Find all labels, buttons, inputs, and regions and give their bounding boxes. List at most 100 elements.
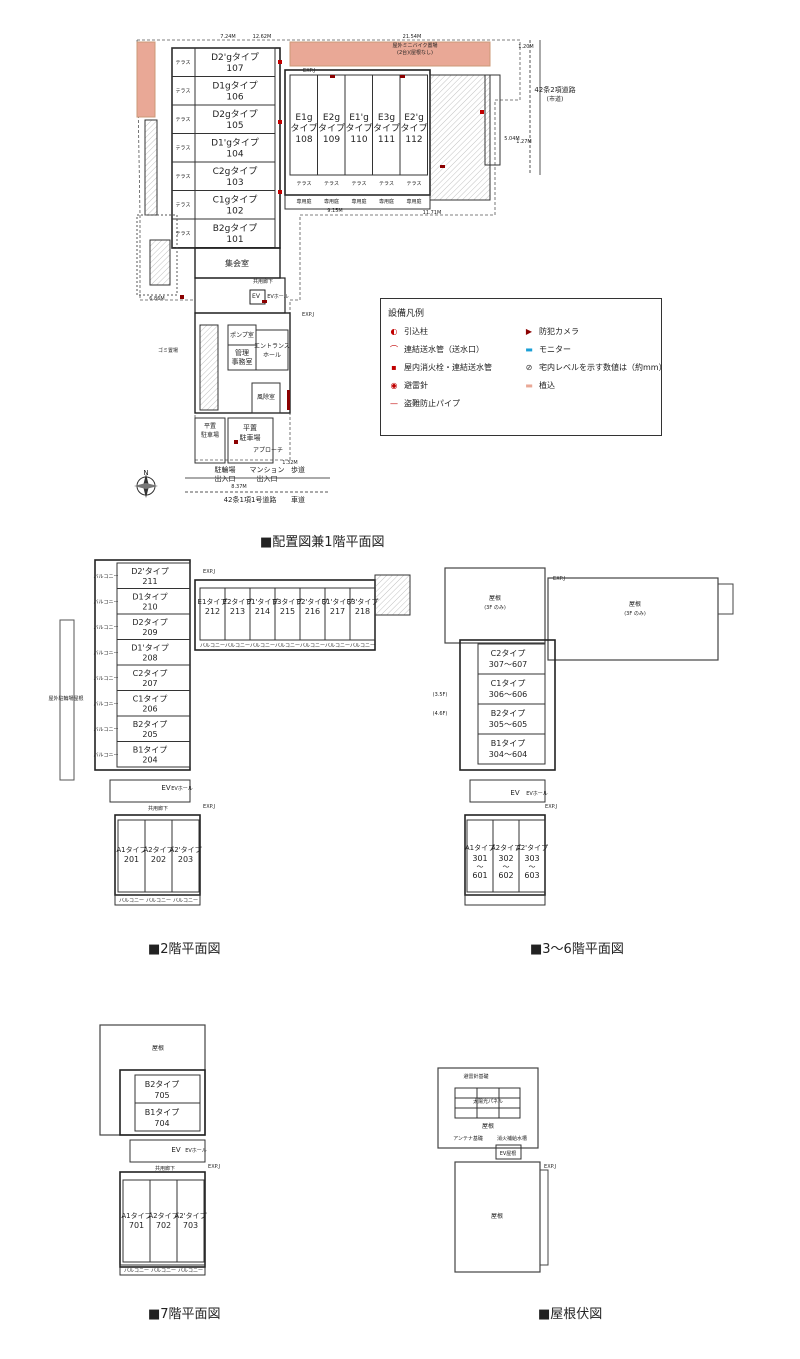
balcony-label-701: バルコニー: [124, 1268, 149, 1274]
unit-type-304〜604: B1タイプ: [491, 739, 526, 748]
legend-symbol-icon: ▪: [391, 363, 397, 372]
caption-floor-3-6: ■3〜6階平面図: [530, 942, 624, 957]
floor7-plan: [99, 1024, 206, 1276]
legend-symbol-icon: ▶: [525, 327, 533, 336]
unit-number-216: 216: [305, 607, 320, 616]
balcony-label-213: バルコニー: [225, 643, 250, 649]
ev-label-f1: EV: [252, 293, 261, 300]
unit-type-301: A1タイプ: [465, 843, 495, 852]
unit-type-105: D2gタイプ: [212, 109, 257, 120]
unit-type-210: D1タイプ: [132, 593, 167, 602]
private-yard-label-111: 専用庭: [379, 198, 394, 205]
private-yard-label-109: 専用庭: [324, 198, 339, 205]
unit-type-108: E1g: [295, 113, 312, 123]
road-south-label: 42条1項1号道路: [224, 495, 277, 504]
legend-label: 植込: [539, 381, 555, 390]
parking-label-2: 駐車場: [240, 433, 261, 442]
terrace-label-108: テラス: [297, 181, 312, 187]
terrace-label-101: テラス: [176, 231, 191, 237]
terrace-label-103: テラス: [176, 174, 191, 180]
unit-number-209: 209: [142, 628, 157, 637]
unit-type-202: A2タイプ: [143, 845, 173, 854]
roof-right-label: 屋根: [629, 600, 641, 608]
unit-number-105: 105: [226, 121, 243, 131]
floor3-6-plan: [444, 567, 734, 906]
unit-type-211: D2'タイプ: [131, 567, 168, 576]
water-tank-label: 消火補給水槽: [497, 1135, 527, 1142]
dim-top: 12.62M: [253, 34, 272, 40]
legend-label: 盗難防止パイプ: [404, 399, 460, 408]
unit-number-703: 703: [183, 1221, 198, 1230]
level-label-f3-2: (4.6F): [433, 711, 448, 717]
unit-number-303: 303: [524, 854, 539, 863]
balcony-label-204: バルコニー: [94, 753, 119, 759]
unit-number-701: 701: [129, 1221, 144, 1230]
balcony-label-212: バルコニー: [200, 643, 225, 649]
unit-number-210: 210: [142, 603, 157, 612]
unit-type-217: E1'タイプ: [322, 597, 354, 606]
ev-hall-label-f2: EVホール: [171, 786, 193, 792]
ev-label-f2: EV: [161, 784, 170, 792]
unit-type-209: D2タイプ: [132, 618, 167, 627]
roadway-label: 車道: [291, 495, 305, 504]
roof-left-sub-label: (3F のみ): [484, 605, 506, 611]
expj-label-f2-2: EXP.J: [203, 804, 215, 810]
unit-number-301: 301: [472, 854, 487, 863]
unit-number-102: 102: [226, 207, 243, 217]
legend-item: ▪屋内消火栓・連結送水管: [388, 362, 492, 373]
balcony-label-203: バルコニー: [173, 898, 198, 904]
bike-roof-label: 屋外駐輪場屋根: [48, 695, 83, 702]
legend-label: 防犯カメラ: [539, 327, 579, 336]
caption-floor-7: ■7階平面図: [148, 1307, 221, 1322]
north-arrow: [134, 474, 158, 498]
legend-label: モニター: [539, 345, 571, 354]
terrace-label-111: テラス: [379, 181, 394, 187]
unit-number-110: 110: [350, 135, 367, 145]
legend-label: 連結送水管（送水口）: [404, 345, 484, 354]
unit-number-201: 201: [124, 855, 139, 864]
bicycle-entrance-label: 駐輪場: [215, 465, 236, 474]
planting-strip-left: [136, 41, 156, 118]
unit-203: [171, 819, 200, 893]
legend-symbol-icon: ◉: [390, 381, 398, 390]
balcony-label-215: バルコニー: [275, 643, 300, 649]
balcony-label-214: バルコニー: [250, 643, 275, 649]
unit-number-206: 206: [142, 705, 157, 714]
roof-left-label: 屋根: [489, 594, 501, 602]
balcony-label-206: バルコニー: [94, 702, 119, 708]
legend-symbol-icon: ⊘: [525, 363, 533, 372]
unit-type-201: A1タイプ: [116, 845, 146, 854]
floor1-plan: [136, 39, 541, 493]
balcony-label-217: バルコニー: [325, 643, 350, 649]
unit-type-703: A2'タイプ: [174, 1211, 206, 1220]
unit-type-suffix-111: タイプ: [373, 123, 400, 134]
roof-label-f7: 屋根: [152, 1044, 164, 1052]
manager-office-label-2: 事務室: [232, 357, 253, 366]
meeting-room-label: 集会室: [225, 258, 249, 268]
legend-item: ▶ 防犯カメラ: [523, 326, 579, 337]
unit-type-305〜605: B2タイプ: [491, 709, 526, 718]
balcony-label-202: バルコニー: [146, 898, 171, 904]
legend-item: ◐引込柱: [388, 326, 429, 337]
dim-road: 8.37M: [231, 484, 246, 490]
unit-number-215: 215: [280, 607, 295, 616]
dim-3: 5.04M: [504, 136, 519, 142]
ev-hall-label-f7: EVホール: [185, 1148, 207, 1154]
dim-1: 1.32M: [282, 460, 297, 466]
unit-number-214: 214: [255, 607, 270, 616]
unit-type-212: E1タイプ: [198, 597, 228, 606]
balcony-label-207: バルコニー: [94, 676, 119, 682]
unit-type-208: D1'タイプ: [131, 644, 168, 653]
legend-label: 避雷針: [404, 381, 428, 390]
sub-parking-label-2: 駐車場: [201, 431, 219, 439]
unit-type-302: A2タイプ: [491, 843, 521, 852]
unit-type-107: D2'gタイプ: [211, 52, 259, 63]
unit-type-216: E2'タイプ: [297, 597, 329, 606]
unit-number-111: 111: [378, 135, 395, 145]
unit-number-104: 104: [226, 150, 243, 160]
unit-type-203: A2'タイプ: [169, 845, 201, 854]
legend-symbol-icon: ▬: [525, 345, 533, 354]
unit-number-106: 106: [226, 93, 243, 103]
legend-item: ▬ モニター: [523, 344, 571, 355]
floor2-plan: [59, 559, 411, 906]
